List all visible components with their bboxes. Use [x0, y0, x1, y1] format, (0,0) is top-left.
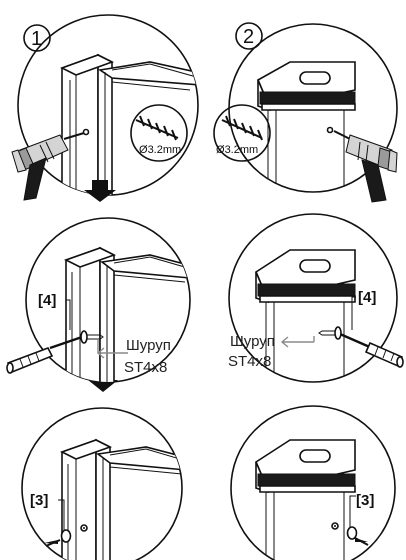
horizontal-profile-2 [256, 61, 356, 192]
svg-text:1: 1 [31, 28, 42, 50]
cap-ref-bracket-left: [3] [30, 492, 65, 530]
drill-diameter-left: Ø3.2mm [139, 144, 181, 156]
screw-label-left-2: ST4x8 [124, 359, 167, 376]
horizontal-profile-6 [254, 439, 356, 560]
panel-6-cap-horizontal: [3] [230, 405, 396, 560]
cap-ref-bracket-right: [3] [349, 492, 374, 528]
screw-left [80, 330, 104, 344]
step-number-2: 2 [235, 22, 263, 50]
screw-label-right-2: ST4x8 [228, 353, 271, 370]
panel-4-screw-horizontal: [4] Шуруп ST4x8 [228, 213, 404, 383]
screw-right [318, 326, 342, 340]
screwdriver-right [339, 332, 404, 368]
screw-label-left-1: Шуруп [126, 337, 171, 354]
panel-2-drill-horizontal: Ø3.2mm 2 [213, 22, 398, 203]
svg-text:[4]: [4] [38, 292, 56, 309]
panel-3-screw-vertical: [4] Шуруп ST4x8 [6, 217, 191, 383]
down-arrow-1 [84, 180, 116, 202]
step-number-1: 1 [23, 24, 51, 52]
drill-diameter-right: Ø3.2mm [216, 144, 258, 156]
screw-cap-left [44, 524, 88, 547]
panel-1-drill-vertical: Ø3.2mm 1 [11, 14, 199, 201]
drill-bit-callout-left: Ø3.2mm [130, 104, 188, 162]
screw-label-right-1: Шуруп [230, 333, 275, 350]
screw-cap-right [331, 522, 369, 546]
screwdriver-left [6, 335, 83, 374]
horizontal-profile-4 [254, 249, 356, 382]
svg-text:[3]: [3] [356, 492, 374, 509]
drill-hole-2 [326, 126, 334, 134]
screw-ref-bracket-right: [4] [351, 289, 376, 330]
panel-6-circle [230, 405, 396, 560]
drill-bit-callout-right: Ø3.2mm [213, 104, 271, 162]
panel-5-circle [21, 407, 183, 560]
drill-hole-1 [82, 128, 90, 136]
screw-ref-bracket-left: [4] [38, 292, 71, 330]
panel-5-cap-vertical: [3] [21, 407, 183, 560]
svg-text:2: 2 [243, 26, 254, 48]
vertical-profile-5 [59, 438, 182, 560]
svg-text:[4]: [4] [358, 289, 376, 306]
panel-4-circle [228, 213, 398, 383]
svg-text:[3]: [3] [30, 492, 48, 509]
drill-gun-icon [11, 132, 85, 201]
drill-gun-icon-right [333, 130, 398, 203]
